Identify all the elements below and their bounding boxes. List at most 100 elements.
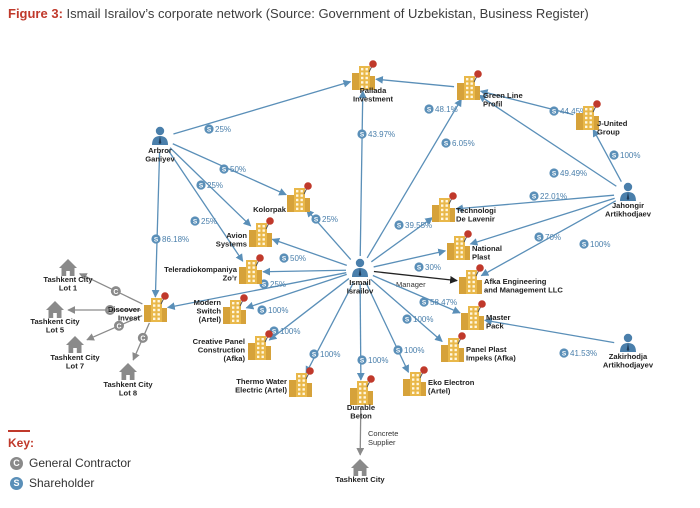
building-icon [248, 336, 271, 360]
edge-israilov-technologi [370, 217, 434, 263]
key-label-contractor: General Contractor [29, 456, 132, 470]
edge-artikhodjaev-afka_eng [480, 200, 617, 277]
svg-text:S: S [562, 350, 567, 357]
node-label-line: Beton [350, 412, 372, 421]
person-icon [152, 126, 168, 145]
key-item-shareholder: S Shareholder [10, 476, 94, 490]
svg-text:50%: 50% [230, 165, 246, 174]
node-label-line: Switch [197, 307, 222, 316]
node-label-line: Jahongir [612, 201, 644, 210]
edge-israilov-durable [356, 283, 365, 381]
shareholder-badge-icon: S [279, 253, 289, 263]
shareholder-badge-icon: S [357, 129, 367, 139]
location-pin-icon [160, 292, 169, 305]
svg-text:C: C [140, 336, 145, 343]
svg-text:S: S [222, 166, 227, 173]
node-label-line: Electric (Artel) [235, 386, 287, 395]
house-icon [351, 459, 369, 476]
person-icon [352, 258, 368, 277]
node-label-line: Panel Plast [466, 345, 507, 354]
svg-text:S: S [422, 299, 427, 306]
key-rule [8, 430, 30, 432]
svg-text:25%: 25% [270, 280, 286, 289]
edge-artikhodjaev-technologi [455, 194, 615, 213]
node-label-line: Discover [108, 305, 140, 314]
shareholder-badge-icon: S [10, 476, 23, 490]
edge-israilov-discover [166, 272, 347, 310]
nodes-layer: ArbrorGaniyevIsmailIsrailovJahongirArtik… [30, 60, 654, 484]
shareholder-badge-icon: S [190, 216, 200, 226]
building-icon [352, 66, 375, 90]
company-node-kolorpak: Kolorpak [253, 182, 312, 214]
edge-israilov-afka_eng [373, 270, 458, 284]
edge-artikhodjaev-junited [592, 128, 622, 182]
location-pin-icon [303, 182, 312, 195]
node-label-line: Avion [226, 231, 247, 240]
node-label-line: Artikhodjayev [603, 361, 654, 370]
node-label-line: Tashkent City [43, 275, 93, 284]
node-label-line: Profil [483, 100, 502, 109]
svg-text:S: S [396, 347, 401, 354]
svg-text:C: C [116, 323, 121, 330]
building-icon [350, 381, 373, 405]
svg-text:41.53%: 41.53% [570, 349, 597, 358]
node-label-line: Construction [198, 346, 246, 355]
company-node-eko: Eko Electron(Artel) [403, 366, 475, 396]
location-pin-icon [264, 330, 273, 343]
edge-artikhodjaev-greenline [478, 94, 617, 187]
svg-text:S: S [397, 222, 402, 229]
svg-text:39.55%: 39.55% [405, 221, 432, 230]
shareholder-badge-icon: S [219, 164, 229, 174]
contractor-badge-icon: C [10, 456, 23, 470]
edge-durable-tcity [356, 406, 365, 456]
svg-text:S: S [312, 351, 317, 358]
svg-text:C: C [107, 308, 112, 315]
shareholder-badge-icon: S [609, 150, 619, 160]
edge-israilov-eko [365, 282, 410, 373]
node-label-line: Master [486, 313, 511, 322]
edge-artikhodjaev-national [469, 197, 615, 246]
svg-text:S: S [532, 193, 537, 200]
edge-ganiyev-pallada [173, 79, 352, 135]
node-label-line: Tashkent City [103, 380, 153, 389]
shareholder-badge-icon: S [424, 104, 434, 114]
building-icon [441, 338, 464, 362]
edge-israilov-modern [245, 273, 347, 310]
shareholder-badge-icon: S [394, 220, 404, 230]
node-label-line: Ismail [349, 278, 371, 287]
svg-text:S: S [417, 264, 422, 271]
figure-title: Figure 3: Ismail Israilov’s corporate ne… [8, 6, 589, 21]
shareholder-badge-icon: S [311, 214, 321, 224]
building-icon [249, 223, 272, 247]
svg-text:S: S [537, 234, 542, 241]
svg-text:S: S [154, 236, 159, 243]
svg-text:50%: 50% [290, 254, 306, 263]
svg-text:70%: 70% [545, 233, 561, 242]
building-icon [447, 236, 470, 260]
svg-text:100%: 100% [280, 327, 300, 336]
svg-text:S: S [405, 316, 410, 323]
svg-text:6.05%: 6.05% [452, 139, 475, 148]
location-pin-icon [419, 366, 428, 379]
svg-text:100%: 100% [404, 346, 424, 355]
location-pin-icon [305, 367, 314, 380]
building-icon [403, 372, 426, 396]
